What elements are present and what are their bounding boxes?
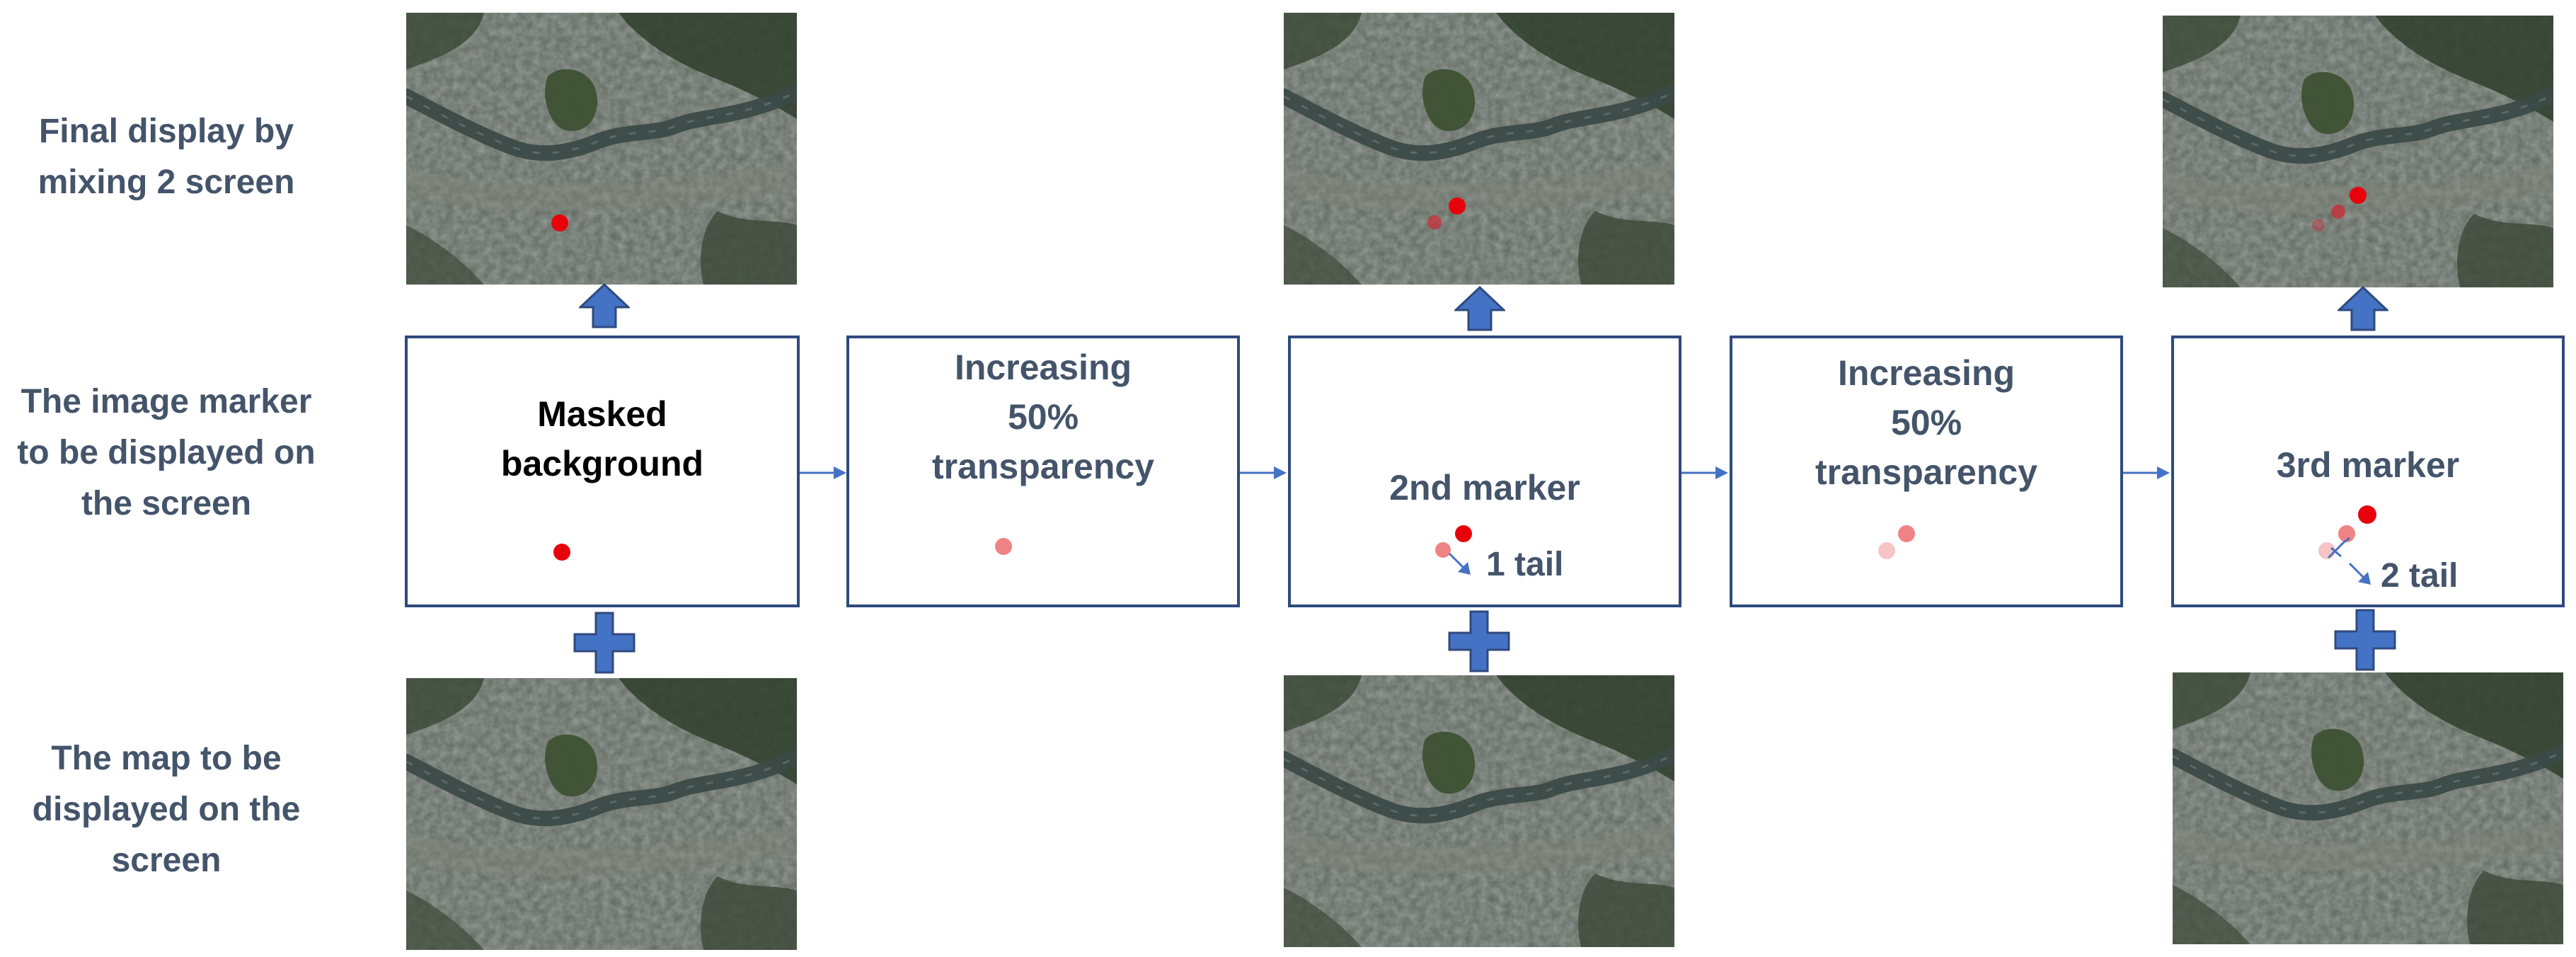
- marker-dot: [1455, 525, 1472, 542]
- frame-title: Increasing 50% transparency: [931, 348, 1155, 486]
- marker-dot-half: [1898, 525, 1915, 542]
- base-map-2: [1284, 675, 1674, 947]
- up-arrow-icon: [2338, 286, 2388, 331]
- plus-icon: [2334, 609, 2396, 671]
- row-label-final-display: Final display by mixing 2 screen: [38, 113, 295, 201]
- frame-transparency-1: Increasing 50% transparency: [846, 336, 1240, 607]
- right-arrow-icon: [800, 464, 848, 481]
- frame-transparency-2: Increasing 50% transparency: [1730, 336, 2123, 607]
- frame-title: 3rd marker: [2276, 445, 2460, 485]
- up-arrow-icon: [1454, 286, 1505, 331]
- tail-arrow-icon: [2348, 562, 2371, 585]
- final-display-map-2: [1284, 13, 1674, 285]
- marker-dot-half: [1435, 542, 1451, 558]
- tail-label: 1 tail: [1486, 546, 1564, 583]
- frame-title: 2nd marker: [1389, 468, 1580, 508]
- right-arrow-icon: [1240, 464, 1288, 481]
- marker-dot-half: [995, 538, 1012, 555]
- right-arrow-icon: [1681, 464, 1730, 481]
- frame-masked-background: Masked background: [405, 336, 800, 607]
- tail-label: 2 tail: [2381, 557, 2459, 595]
- tail-arrow-icon: [1448, 552, 1471, 575]
- marker-dot-quarter: [2318, 542, 2335, 559]
- final-display-map-1: [406, 13, 797, 285]
- frame-2nd-marker: 2nd marker 1 tail: [1288, 336, 1681, 607]
- frame-title: Increasing 50% transparency: [1815, 353, 2038, 492]
- tail-bracket-icon: [2327, 537, 2350, 559]
- marker-dot: [553, 544, 570, 561]
- right-arrow-icon: [2123, 464, 2171, 481]
- base-map-3: [2173, 672, 2563, 944]
- up-arrow-icon: [579, 283, 630, 328]
- row-label-image-marker: The image marker to be displayed on the …: [17, 383, 316, 522]
- final-display-map-3: [2163, 16, 2553, 287]
- row-label-map: The map to be displayed on the screen: [32, 740, 301, 879]
- plus-icon: [573, 612, 636, 674]
- marker-dot-quarter: [1878, 542, 1895, 559]
- marker-dot: [2358, 505, 2376, 524]
- frame-title: Masked background: [500, 394, 704, 483]
- plus-icon: [1448, 610, 1510, 672]
- base-map-1: [406, 678, 797, 950]
- frame-3rd-marker: 3rd marker 2 tail: [2171, 336, 2565, 607]
